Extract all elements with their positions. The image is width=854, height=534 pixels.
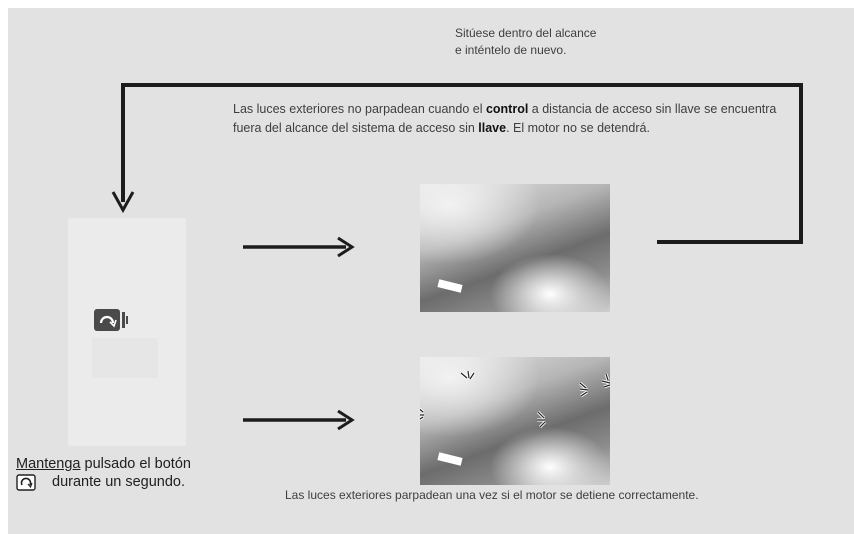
tail-light: [437, 452, 463, 466]
car-rear-image-flashing: [420, 357, 610, 485]
flash-icon: [579, 381, 589, 398]
flash-icon: [420, 407, 424, 421]
out-of-range-bold-1: control: [485, 102, 529, 116]
return-loop-line: [121, 83, 803, 244]
flash-icon: [601, 373, 610, 389]
arrow-to-outside-range-head: [337, 236, 355, 258]
flash-icon: [536, 410, 547, 429]
return-loop-arrowhead: [111, 191, 135, 214]
hold-rest: pulsado el botón: [80, 456, 191, 472]
retry-line-1: Sitúese dentro del alcance: [455, 26, 597, 40]
retry-line-2: e inténtelo de nuevo.: [455, 43, 567, 57]
tail-light: [437, 279, 463, 293]
hold-button-instruction: Mantenga pulsado el botón durante un seg…: [16, 455, 191, 491]
out-of-range-bold-2: llave: [478, 121, 507, 135]
arrow-to-in-range-head: [337, 409, 355, 431]
flash-icon: [460, 370, 476, 380]
out-of-range-caption: Las luces exteriores no parpadean cuando…: [233, 100, 793, 138]
car-rear-image-no-flash: [420, 184, 610, 312]
out-of-range-text-1: Las luces exteriores no parpadean cuando…: [233, 102, 486, 116]
keyless-remote: [68, 218, 186, 446]
out-of-range-text-3: . El motor no se detendrá.: [506, 121, 650, 135]
out-of-range-text-2: a distancia de acceso sin llave se encue…: [233, 102, 777, 135]
power-button-icon: [93, 308, 131, 332]
retry-instruction: Sitúese dentro del alcance e inténtelo d…: [455, 25, 596, 59]
hold-duration: durante un segundo.: [52, 474, 186, 490]
hold-word: Mantenga: [16, 456, 81, 472]
keyless-remote-lower-area: [92, 338, 158, 378]
blink-once-caption: Las luces exteriores parpadean una vez s…: [285, 488, 699, 502]
power-button-icon: [16, 474, 36, 491]
